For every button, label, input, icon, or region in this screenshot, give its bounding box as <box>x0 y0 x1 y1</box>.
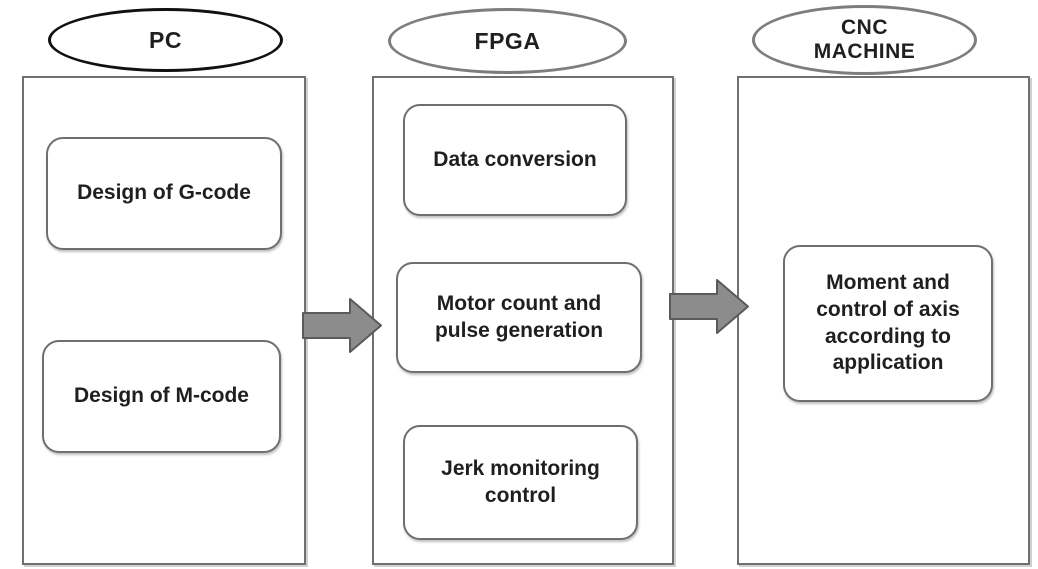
design-m-code-box: Design of M-code <box>42 340 281 453</box>
arrow-fpga-to-cnc-icon <box>669 279 749 334</box>
motor-count-label: Motor count and pulse generation <box>434 291 604 342</box>
design-g-code-box: Design of G-code <box>46 137 282 250</box>
jerk-monitoring-label: Jerk monitoring control <box>441 456 600 507</box>
data-conversion-label: Data conversion <box>433 147 597 171</box>
fpga-title: FPGA <box>474 27 541 54</box>
arrow-pc-to-fpga-icon <box>302 298 382 353</box>
design-g-code-label: Design of G-code <box>77 181 251 205</box>
pc-ellipse: PC <box>48 8 283 72</box>
design-m-code-label: Design of M-code <box>73 384 249 408</box>
moment-control-box: Moment and control of axis according to … <box>783 245 993 402</box>
cnc-ellipse: CNC MACHINE <box>752 5 977 75</box>
pc-title: PC <box>149 26 182 53</box>
moment-control-label: Moment and control of axis according to … <box>816 270 960 375</box>
fpga-ellipse: FPGA <box>388 8 627 74</box>
cnc-title: CNC MACHINE <box>813 16 916 63</box>
jerk-monitoring-box: Jerk monitoring control <box>403 425 638 540</box>
motor-count-box: Motor count and pulse generation <box>396 262 642 373</box>
data-conversion-box: Data conversion <box>403 104 627 216</box>
